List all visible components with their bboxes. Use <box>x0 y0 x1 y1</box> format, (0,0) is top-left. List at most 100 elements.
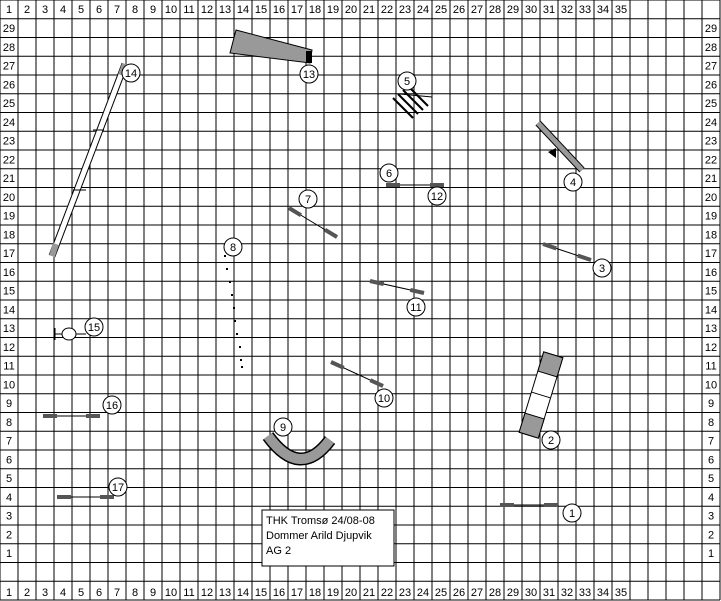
row-label-right: 15 <box>705 286 717 298</box>
row-label-right: 7 <box>708 436 714 448</box>
col-label-bottom: 24 <box>417 587 429 599</box>
obstacle-number: 12 <box>431 191 443 203</box>
hurdle-wing <box>323 228 339 239</box>
col-label-top: 13 <box>219 4 231 16</box>
col-label-top: 24 <box>417 4 429 16</box>
row-label-right: 21 <box>705 173 717 185</box>
row-labels-left: 2928272625242322212019181716151413121110… <box>3 23 15 560</box>
row-label-left: 5 <box>6 473 12 485</box>
obstacle-number-circle <box>397 71 417 91</box>
row-label-right: 19 <box>705 211 717 223</box>
row-label-left: 23 <box>3 136 15 148</box>
tyre-end <box>518 412 545 439</box>
col-label-top: 15 <box>255 4 267 16</box>
row-label-left: 29 <box>3 23 15 35</box>
obstacle-number: 10 <box>378 393 390 405</box>
col-label-top: 31 <box>543 4 555 16</box>
tyre-obstacle <box>518 351 564 439</box>
hurdle-wing <box>369 279 385 286</box>
col-label-top: 27 <box>471 4 483 16</box>
obstacle-number: 4 <box>570 177 576 189</box>
seesaw-pivot <box>548 148 556 158</box>
col-label-top: 2 <box>24 4 30 16</box>
row-label-right: 1 <box>708 548 714 560</box>
row-label-left: 26 <box>3 79 15 91</box>
col-label-top: 3 <box>42 4 48 16</box>
row-label-left: 7 <box>6 436 12 448</box>
obstacle-number: 3 <box>599 263 605 275</box>
col-label-top: 33 <box>579 4 591 16</box>
row-label-left: 24 <box>3 117 15 129</box>
col-label-top: 34 <box>597 4 609 16</box>
obstacle-number-circle <box>374 388 394 408</box>
col-label-top: 23 <box>399 4 411 16</box>
col-label-bottom: 15 <box>255 587 267 599</box>
row-label-left: 1 <box>6 548 12 560</box>
col-label-bottom: 17 <box>291 587 303 599</box>
row-label-left: 25 <box>3 98 15 110</box>
obstacle-number-circle <box>379 163 399 183</box>
col-label-top: 5 <box>78 4 84 16</box>
col-label-bottom: 8 <box>132 587 138 599</box>
obstacle-number-circle <box>592 258 612 278</box>
table-top <box>61 327 77 341</box>
col-label-bottom: 14 <box>237 587 249 599</box>
col-label-bottom: 22 <box>381 587 393 599</box>
row-label-right: 8 <box>708 417 714 429</box>
row-label-right: 6 <box>708 454 714 466</box>
longjump-board <box>402 89 424 111</box>
obstacle-number: 14 <box>125 68 137 80</box>
hurdle-wing <box>577 253 592 262</box>
col-label-bottom: 30 <box>525 587 537 599</box>
obstacle-number-circle <box>427 186 447 206</box>
col-label-bottom: 7 <box>114 587 120 599</box>
weave-pole <box>241 366 243 368</box>
hurdle-wing <box>542 242 557 251</box>
obstacle-number-circle <box>102 395 122 415</box>
col-label-top: 30 <box>525 4 537 16</box>
obstacle-number: 15 <box>88 322 100 334</box>
weave-pole <box>224 255 226 257</box>
obstacle-number-circle <box>406 297 426 317</box>
row-label-left: 16 <box>3 267 15 279</box>
col-label-top: 26 <box>453 4 465 16</box>
row-labels-right: 2928272625242322212019181716151413121110… <box>705 23 717 560</box>
col-label-bottom: 32 <box>561 587 573 599</box>
row-label-left: 14 <box>3 304 15 316</box>
row-label-right: 11 <box>705 361 716 373</box>
row-label-right: 18 <box>705 229 717 241</box>
longjump-edge <box>399 93 433 98</box>
col-label-bottom: 26 <box>453 587 465 599</box>
col-label-bottom: 16 <box>273 587 285 599</box>
row-label-right: 4 <box>708 492 714 504</box>
info-judge: Dommer Arild Djupvik <box>266 530 372 542</box>
row-label-right: 2 <box>708 529 714 541</box>
col-label-bottom: 12 <box>201 587 213 599</box>
weave-pole <box>229 281 231 283</box>
col-label-bottom: 13 <box>219 587 231 599</box>
col-label-top: 21 <box>363 4 375 16</box>
row-label-left: 21 <box>3 173 15 185</box>
col-label-top: 9 <box>150 4 156 16</box>
obstacle-number-circle <box>223 237 243 257</box>
row-label-right: 29 <box>705 23 717 35</box>
col-label-bottom: 31 <box>543 587 555 599</box>
row-label-right: 3 <box>708 511 714 523</box>
row-label-left: 9 <box>6 398 12 410</box>
row-label-left: 28 <box>3 42 15 54</box>
row-label-left: 13 <box>3 323 15 335</box>
col-label-top: 17 <box>291 4 303 16</box>
row-label-right: 13 <box>705 323 717 335</box>
col-label-top: 20 <box>345 4 357 16</box>
weave-pole <box>226 268 228 270</box>
obstacle-number-circle <box>562 503 582 523</box>
col-label-bottom: 25 <box>435 587 447 599</box>
col-label-bottom: 6 <box>96 587 102 599</box>
hurdle-wing <box>409 288 425 295</box>
row-label-right: 20 <box>705 192 717 204</box>
obstacle-number: 5 <box>404 76 410 88</box>
obstacle-number-circle <box>108 477 128 497</box>
col-label-bottom: 5 <box>78 587 84 599</box>
